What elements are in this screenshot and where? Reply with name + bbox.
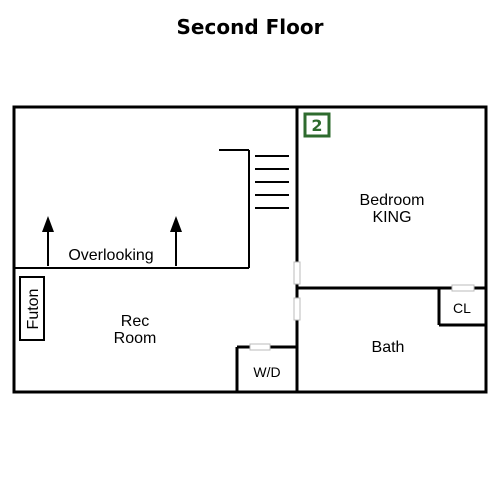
outer-wall	[12, 105, 488, 394]
laundry-door[interactable]	[249, 343, 271, 351]
bedroom-door[interactable]	[293, 261, 301, 285]
bedroom-label: Bedroom	[360, 192, 425, 209]
futon	[19, 276, 45, 341]
closet-door[interactable]	[451, 284, 475, 292]
bath-label: Bath	[372, 339, 405, 356]
bath-door[interactable]	[293, 297, 301, 321]
rec-room-label-line2: Room	[114, 330, 157, 347]
closet-label: CL	[453, 300, 471, 316]
laundry-label: W/D	[253, 364, 280, 380]
page-title: Second Floor	[177, 15, 324, 39]
overlook-arrow-left	[42, 216, 54, 266]
floor-badge-number: 2	[311, 116, 322, 135]
staircase	[255, 155, 289, 209]
futon-label: Futon	[25, 289, 42, 330]
floor-badge	[303, 112, 331, 138]
overlook-arrow-right	[170, 216, 182, 266]
bedroom-bed-size: KING	[372, 209, 411, 226]
overlook-label: Overlooking	[68, 247, 153, 264]
rec-room-label-line1: Rec	[121, 313, 149, 330]
